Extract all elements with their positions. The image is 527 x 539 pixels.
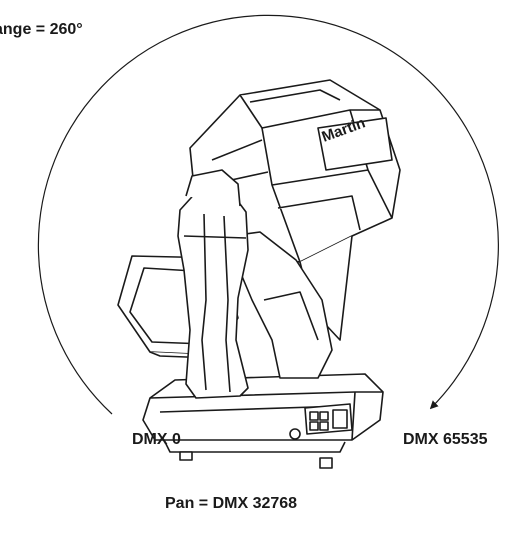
pan-range-label: ange = 260° — [0, 21, 83, 38]
yoke-arm-left — [177, 169, 249, 399]
dmx-start-label: DMX 0 — [132, 431, 181, 448]
yoke-arm-right — [229, 231, 333, 379]
pan-range-arc — [37, 14, 499, 415]
dmx-end-label: DMX 65535 — [403, 431, 488, 448]
moving-head-fixture — [117, 79, 401, 469]
pan-center-label: Pan = DMX 32768 — [165, 495, 298, 512]
control-panel — [289, 403, 353, 440]
